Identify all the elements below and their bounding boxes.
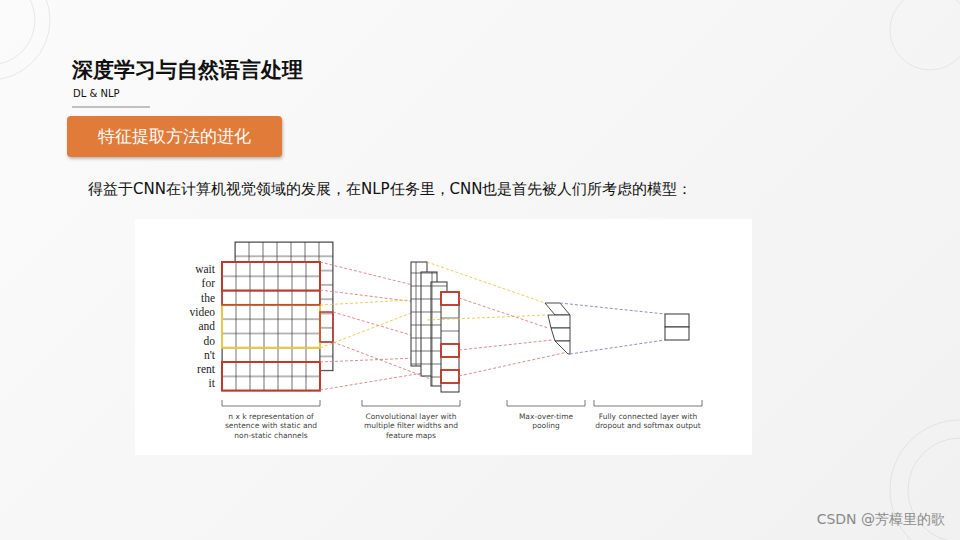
section-tag: 特征提取方法的进化 (67, 116, 282, 157)
word-token: wait (194, 263, 216, 275)
stage-caption: Max-over-time pooling (507, 412, 585, 431)
subtitle: DL & NLP (73, 88, 120, 99)
word-token: rent (196, 363, 216, 375)
word-token: video (188, 306, 216, 318)
word-token: do (203, 335, 217, 347)
title-rule (72, 107, 150, 108)
word-token: and (197, 320, 216, 332)
slide-title: 深度学习与自然语言处理 (72, 56, 303, 84)
stage-caption: Fully connected layer with dropout and s… (594, 412, 702, 431)
word-token: the (200, 292, 216, 304)
watermark: CSDN @芳樟里的歌 (817, 511, 945, 529)
stage-caption: n x k representation of sentence with st… (222, 412, 320, 440)
word-token: it (208, 377, 216, 389)
section-tag-text: 特征提取方法的进化 (98, 125, 251, 148)
word-token: for (201, 277, 216, 289)
figure-ground (135, 219, 752, 455)
body-text: 得益于CNN在计算机视觉领域的发展，在NLP任务里，CNN也是首先被人们所考虑的… (88, 180, 692, 199)
stage-caption: Convolutional layer with multiple filter… (356, 412, 466, 440)
word-token: n't (203, 349, 216, 361)
